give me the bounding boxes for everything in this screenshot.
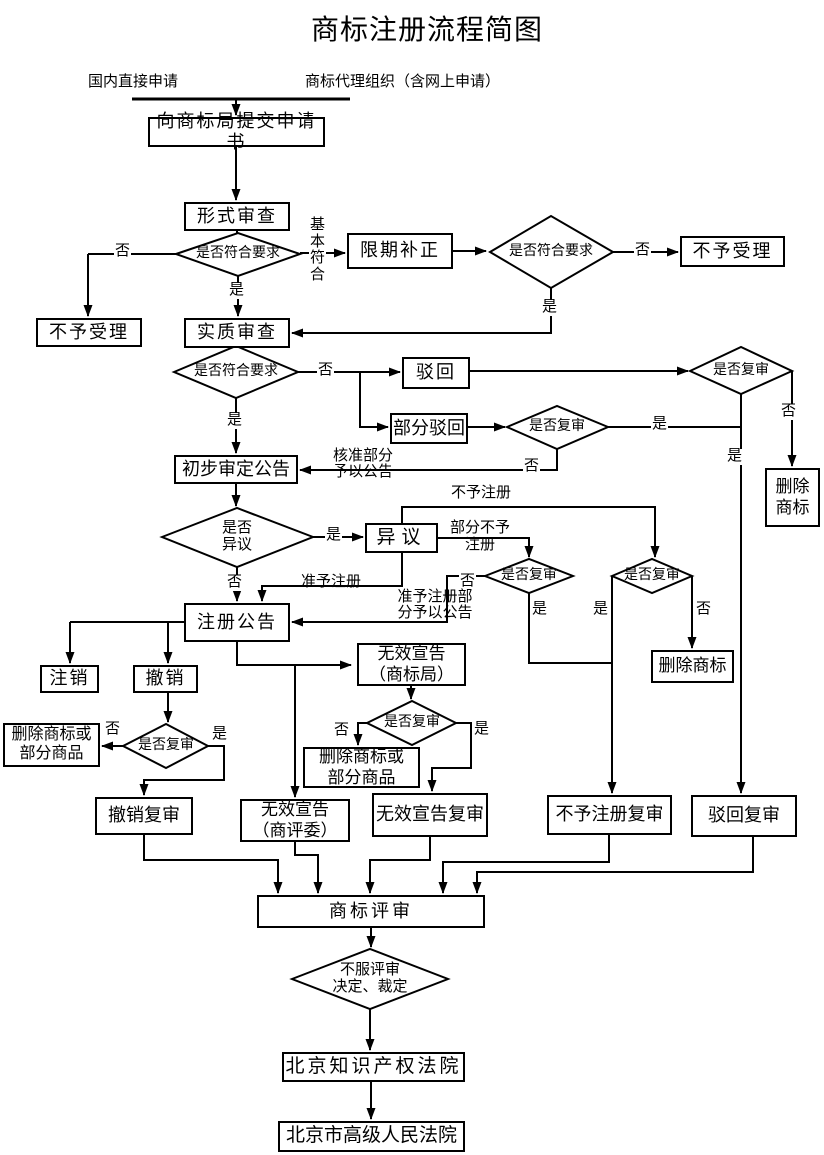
node-objection: 异议	[365, 523, 438, 553]
edge-label-no: 否	[104, 721, 122, 738]
node-submit-application: 向商标局提交申请书	[148, 111, 325, 152]
entry-label-domestic: 国内直接申请	[88, 74, 179, 90]
decision-correction-conform: 是否符合要求	[509, 243, 593, 259]
node-trademark-review: 商标评审	[257, 895, 485, 928]
edge-label-yes: 是	[592, 601, 610, 618]
edge-label-yes: 是	[226, 412, 244, 429]
edge-label-no: 否	[780, 403, 798, 420]
decision-not-register-review: 是否复审	[624, 567, 680, 583]
page-title: 商标注册流程简图	[310, 15, 544, 46]
edge-label-no: 否	[695, 601, 713, 618]
edge-label-yes: 是	[726, 448, 744, 465]
edge-label-no: 否	[459, 573, 477, 590]
edge-label-yes: 是	[531, 601, 549, 618]
node-delete-trademark: 删除商标	[651, 650, 734, 683]
edge-label-yes: 是	[541, 299, 559, 316]
edge-label-approve-partial: 核准部分 予以公告	[332, 448, 393, 480]
node-invalidation-treb: 无效宣告 （商评委）	[240, 799, 350, 842]
edge-label-partial-not-register: 部分不予 注册	[449, 520, 510, 553]
edge-label-yes: 是	[228, 282, 246, 299]
node-partial-rejected: 部分驳回	[390, 413, 468, 444]
node-not-register-review: 不予注册复审	[547, 795, 672, 835]
edge-label-no: 否	[333, 722, 351, 739]
decision-dissatisfied-ruling: 不服评审 决定、裁定	[332, 961, 408, 995]
decision-revocation-review: 是否复审	[138, 737, 194, 753]
node-substantive-examination: 实质审查	[184, 318, 290, 348]
decision-formal-conform: 是否符合要求	[196, 245, 280, 261]
edge-label-yes: 是	[325, 527, 343, 544]
node-rejection-review: 驳回复审	[691, 795, 797, 837]
edge-label-no: 否	[226, 574, 244, 591]
edge-label-not-register: 不予注册	[451, 485, 512, 501]
node-delete-tm-or-goods-left: 删除商标或 部分商品	[3, 723, 100, 767]
decision-partial-rejected-review: 是否复审	[529, 418, 585, 434]
entry-label-agency: 商标代理组织（含网上申请）	[305, 74, 501, 90]
node-rejected: 驳回	[402, 357, 470, 389]
edge-label-no: 否	[317, 362, 335, 379]
decision-diamond-shapes	[120, 214, 795, 1011]
decision-partial-not-register-review: 是否复审	[501, 567, 557, 583]
node-revocation: 撤销	[133, 665, 198, 693]
node-preliminary-announcement: 初步审定公告	[174, 455, 298, 484]
node-deadline-correction: 限期补正	[347, 233, 453, 269]
node-registration-announcement: 注册公告	[184, 603, 290, 642]
node-not-accepted-left: 不予受理	[36, 318, 142, 347]
node-cancellation: 注销	[40, 665, 99, 693]
edge-label-no: 否	[634, 242, 652, 259]
decision-objection-question: 是否 异议	[221, 519, 253, 553]
edge-label-basic-conform: 基本符合	[309, 217, 326, 283]
edge-label-grant-partial: 准予注册部 分予以公告	[397, 589, 473, 621]
node-not-accepted-right: 不予受理	[680, 236, 785, 267]
decision-rejected-review: 是否复审	[713, 362, 769, 378]
node-beijing-high-court: 北京市高级人民法院	[278, 1121, 465, 1152]
node-invalidation-tm-office: 无效宣告 （商标局）	[357, 643, 466, 686]
decision-substantive-conform: 是否符合要求	[194, 363, 278, 379]
node-formal-examination: 形式审查	[184, 202, 290, 231]
node-delete-tm-or-goods-mid: 删除商标或 部分商品	[303, 747, 420, 788]
edge-label-yes: 是	[473, 721, 491, 738]
decision-invalidation-review: 是否复审	[384, 714, 440, 730]
node-invalidation-review: 无效宣告复审	[372, 793, 488, 837]
edge-label-yes: 是	[211, 726, 229, 743]
edge-label-yes: 是	[651, 416, 669, 433]
node-beijing-ip-court: 北京知识产权法院	[282, 1052, 465, 1082]
edge-label-no: 否	[114, 243, 132, 260]
edge-label-grant-register: 准予注册	[301, 574, 362, 590]
node-revocation-review: 撤销复审	[95, 797, 193, 835]
edge-label-no: 否	[523, 458, 541, 475]
node-delete-trademark-right: 删除 商标	[765, 468, 820, 527]
